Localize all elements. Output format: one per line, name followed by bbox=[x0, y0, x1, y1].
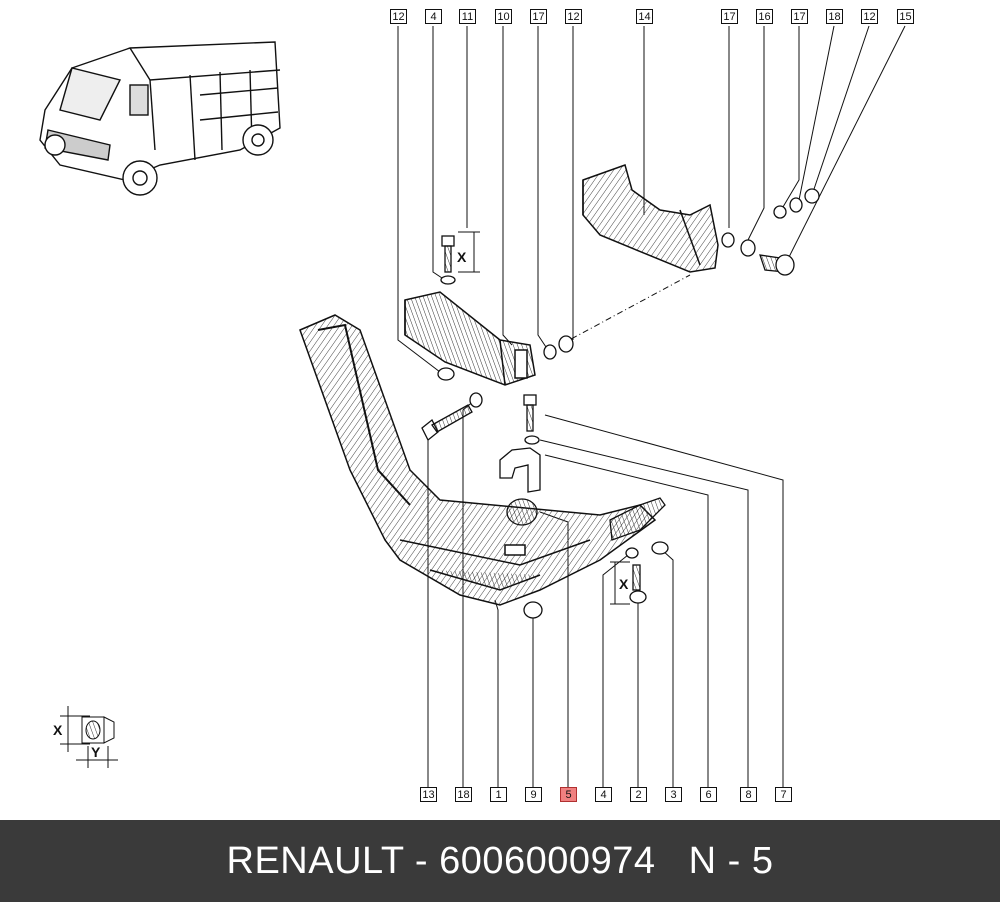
callout-bottom-11[interactable]: 7 bbox=[775, 787, 792, 802]
callout-top-13[interactable]: 15 bbox=[897, 9, 914, 24]
callout-bottom-4[interactable]: 9 bbox=[525, 787, 542, 802]
dimension-x-lower bbox=[610, 561, 630, 605]
part-number-footer: RENAULT - 6006000974 N - 5 bbox=[0, 820, 1000, 902]
mount-bracket bbox=[404, 291, 536, 386]
leader-lines-top bbox=[397, 25, 906, 373]
callout-bottom-9[interactable]: 6 bbox=[700, 787, 717, 802]
callout-bottom-5-highlighted[interactable]: 5 bbox=[560, 787, 577, 802]
xy-legend bbox=[60, 706, 118, 768]
dim-x-label-top: X bbox=[457, 249, 467, 265]
callout-bottom-2[interactable]: 18 bbox=[455, 787, 472, 802]
callout-top-4[interactable]: 10 bbox=[495, 9, 512, 24]
callout-bottom-1[interactable]: 13 bbox=[420, 787, 437, 802]
callout-top-2[interactable]: 4 bbox=[425, 9, 442, 24]
legend-x-label: X bbox=[53, 722, 63, 738]
callout-bottom-7[interactable]: 2 bbox=[630, 787, 647, 802]
crossmember-beam bbox=[299, 314, 657, 606]
callout-top-11[interactable]: 18 bbox=[826, 9, 843, 24]
dimension-x-top bbox=[458, 231, 480, 273]
callout-top-5[interactable]: 17 bbox=[530, 9, 547, 24]
callout-top-3[interactable]: 11 bbox=[459, 9, 476, 24]
exploded-parts-diagram: X X X Y 12 4 11 10 17 12 14 17 16 17 18 … bbox=[39, 9, 914, 802]
callout-top-7[interactable]: 14 bbox=[636, 9, 653, 24]
callout-top-10[interactable]: 17 bbox=[791, 9, 808, 24]
callout-bottom-6[interactable]: 4 bbox=[595, 787, 612, 802]
fasteners bbox=[421, 188, 820, 619]
upper-support-14 bbox=[582, 164, 719, 273]
callout-top-6[interactable]: 12 bbox=[565, 9, 582, 24]
van-illustration bbox=[39, 41, 281, 196]
callout-bottom-10[interactable]: 8 bbox=[740, 787, 757, 802]
dim-x-label-lower: X bbox=[619, 576, 629, 592]
callout-bottom-3[interactable]: 1 bbox=[490, 787, 507, 802]
callout-top-9[interactable]: 16 bbox=[756, 9, 773, 24]
callout-top-8[interactable]: 17 bbox=[721, 9, 738, 24]
callout-bottom-8[interactable]: 3 bbox=[665, 787, 682, 802]
callout-top-1[interactable]: 12 bbox=[390, 9, 407, 24]
diagram-drawing: X X X Y bbox=[39, 25, 906, 787]
callout-top-12[interactable]: 12 bbox=[861, 9, 878, 24]
assembly-axis-line bbox=[559, 274, 691, 346]
legend-y-label: Y bbox=[91, 744, 101, 760]
